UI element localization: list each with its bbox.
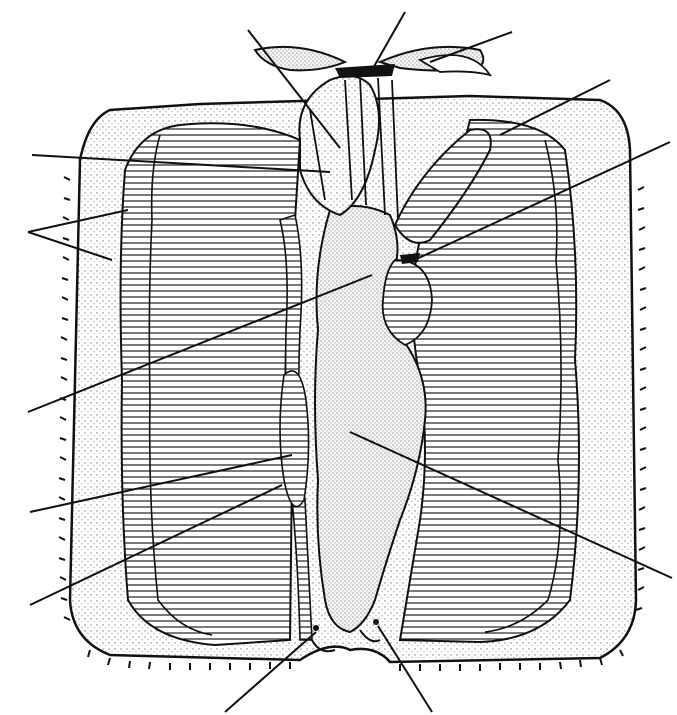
left-gill (121, 123, 300, 645)
siphon-junction (335, 64, 395, 78)
right-fringe (636, 187, 646, 610)
siphon-left (255, 47, 345, 70)
bottom-dot-left (313, 625, 319, 631)
bottom-dot-right (373, 619, 379, 625)
